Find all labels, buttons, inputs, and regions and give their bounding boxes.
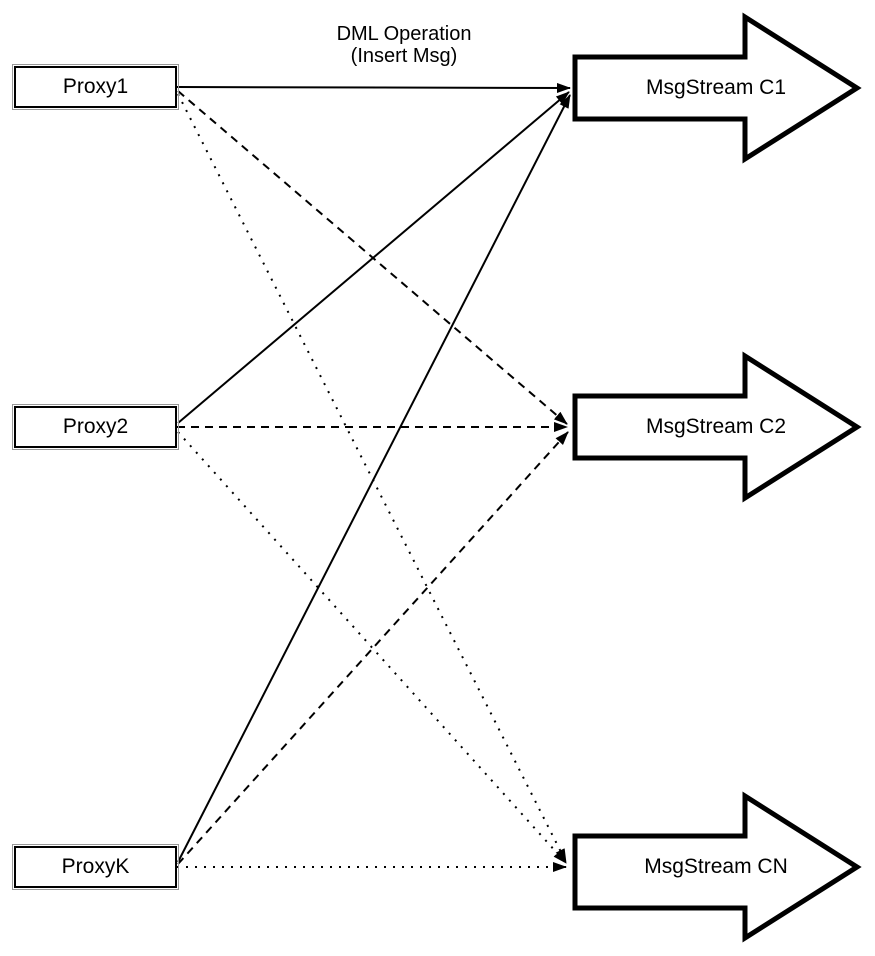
proxy1-label: Proxy1: [62, 75, 129, 98]
edge-proxy2-to-c1: [177, 91, 570, 424]
msgstream-c1-arrow-shape: [572, 12, 862, 164]
edge-proxy2-to-cn: [177, 431, 567, 864]
proxyk-node: ProxyK: [12, 844, 179, 890]
dml-operation-edge-label: DML Operation (Insert Msg): [336, 23, 472, 67]
proxy2-node: Proxy2: [12, 404, 179, 450]
edge-proxy1-to-c1: [176, 82, 571, 93]
msgstream-cn-arrow-shape: [572, 791, 862, 943]
edge-proxyk-to-c2: [177, 431, 569, 865]
proxy2-label: Proxy2: [62, 415, 129, 438]
edge-proxyk-to-c1: [177, 94, 571, 863]
msgstream-c2-arrow-shape: [572, 351, 862, 503]
proxyk-label: ProxyK: [61, 855, 130, 878]
proxy1-node: Proxy1: [12, 64, 179, 110]
